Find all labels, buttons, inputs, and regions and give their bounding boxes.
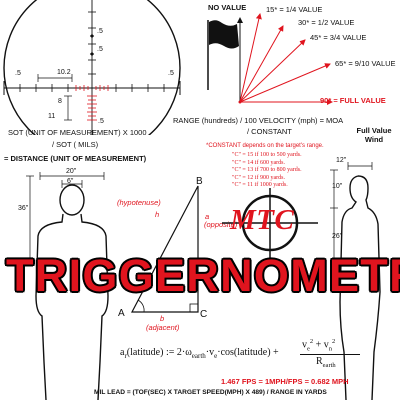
formula-text: v (302, 339, 307, 351)
moa-formula-line1: RANGE (hundreds) / 100 VELOCITY (mph) = … (173, 116, 344, 125)
wind-15-label: 15* = 1/4 VALUE (266, 5, 323, 14)
fraction-bar (300, 354, 360, 355)
formula-sub: e (307, 345, 310, 353)
formula-sup: 2 (332, 338, 336, 345)
right-silhouette-figure (330, 162, 381, 400)
full-value-wind-label: Full Value Wind (356, 126, 392, 144)
wind-45-label: 45* = 3/4 VALUE (310, 33, 367, 42)
constant-note: *CONSTANT depends on the target's range. (206, 143, 324, 149)
dim-6-label: 6" (67, 178, 74, 185)
sot-formula-line2: / SOT ( MILS) (52, 140, 99, 149)
wind-90-label: 90* = FULL VALUE (320, 96, 386, 105)
constant-item: "C" = 12 if 900 yards. (232, 174, 285, 181)
formula-text: ·cos(latitude) + (217, 347, 279, 358)
sot-formula-line1: SOT (UNIT OF MEASUREMENT) X 1000 (8, 128, 147, 137)
hypotenuse-h-label: h (155, 210, 160, 219)
mtc-crosshair-logo (222, 188, 318, 258)
mtc-logo-text: MTC (230, 204, 295, 236)
side-a-label: a (205, 212, 210, 221)
formula-text: + v (315, 339, 329, 351)
wind-90-red: 90* = FULL VALUE (320, 96, 386, 105)
formula-sup: 2 (309, 338, 314, 345)
reticle-tick-label: 10.2 (57, 69, 71, 76)
formula-sub: earth (191, 352, 206, 360)
formula-sub: n (328, 345, 333, 353)
mil-lead-formula: MIL LEAD = (TOF(SEC) X TARGET SPEED(MPH)… (94, 389, 327, 396)
dim-20-label: 20" (66, 168, 77, 175)
reticle-tick-label: 11 (48, 113, 56, 120)
vertex-b-label: B (196, 176, 203, 187)
opposite-label: (opposite) (204, 220, 238, 229)
dim-36-label: 36" (18, 205, 29, 212)
reticle-tick-label: .5 (15, 70, 21, 77)
reticle-graphic (3, 0, 181, 135)
page-title: TRIGGERNOMETRY (6, 250, 400, 301)
fps-conversion: 1.467 FPS = 1MPH/FPS = 0.682 MPH (221, 377, 349, 386)
moa-formula-line2: / CONSTANT (247, 127, 292, 136)
distance-formula: = DISTANCE (UNIT OF MEASUREMENT) (4, 154, 147, 163)
constant-item: "C" = 13 if 700 to 800 yards. (232, 167, 302, 174)
formula-text: R (316, 356, 323, 367)
formula-text: (latitude) := 2·ω (126, 347, 192, 358)
wind-angle-diagram (207, 13, 333, 105)
constant-item: "C" = 14 if 600 yards. (232, 159, 285, 166)
constants-list: "C" = 15 if 100 to 500 yards. "C" = 14 i… (232, 152, 302, 190)
dim-26-label: 26" (332, 233, 343, 240)
dim-10-label: 10" (332, 183, 343, 190)
wind-30-label: 30* = 1/2 VALUE (298, 18, 355, 27)
formula-sub: earth (322, 362, 336, 369)
formula-sub: r (124, 352, 127, 360)
right-triangle-diagram (131, 185, 199, 313)
reticle-tick-label: .5 (98, 118, 104, 125)
left-silhouette-figure (26, 172, 109, 400)
constant-item: "C" = 11 if 1000 yards. (232, 182, 288, 189)
side-b-label: b (160, 314, 165, 323)
vertex-a-label: A (118, 308, 125, 319)
reticle-tick-label: .5 (168, 70, 174, 77)
reticle-tick-label: .5 (97, 46, 103, 53)
formula-text: ·v (205, 347, 215, 358)
adjacent-label: (adjacent) (146, 323, 180, 332)
wind-65-label: 65* = 9/10 VALUE (335, 59, 396, 68)
vertex-c-label: C (200, 309, 208, 320)
reticle-tick-label: 8 (58, 98, 62, 105)
hypotenuse-label: (hypotenuse) (117, 198, 161, 207)
wind-no-value-label: NO VALUE (208, 3, 247, 12)
reticle-tick-label: .5 (97, 28, 103, 35)
dim-12-label: 12" (336, 157, 347, 164)
formula-sub: e (214, 352, 218, 360)
formula-text: a (120, 347, 125, 358)
constant-item: "C" = 15 if 100 to 500 yards. (232, 152, 302, 158)
